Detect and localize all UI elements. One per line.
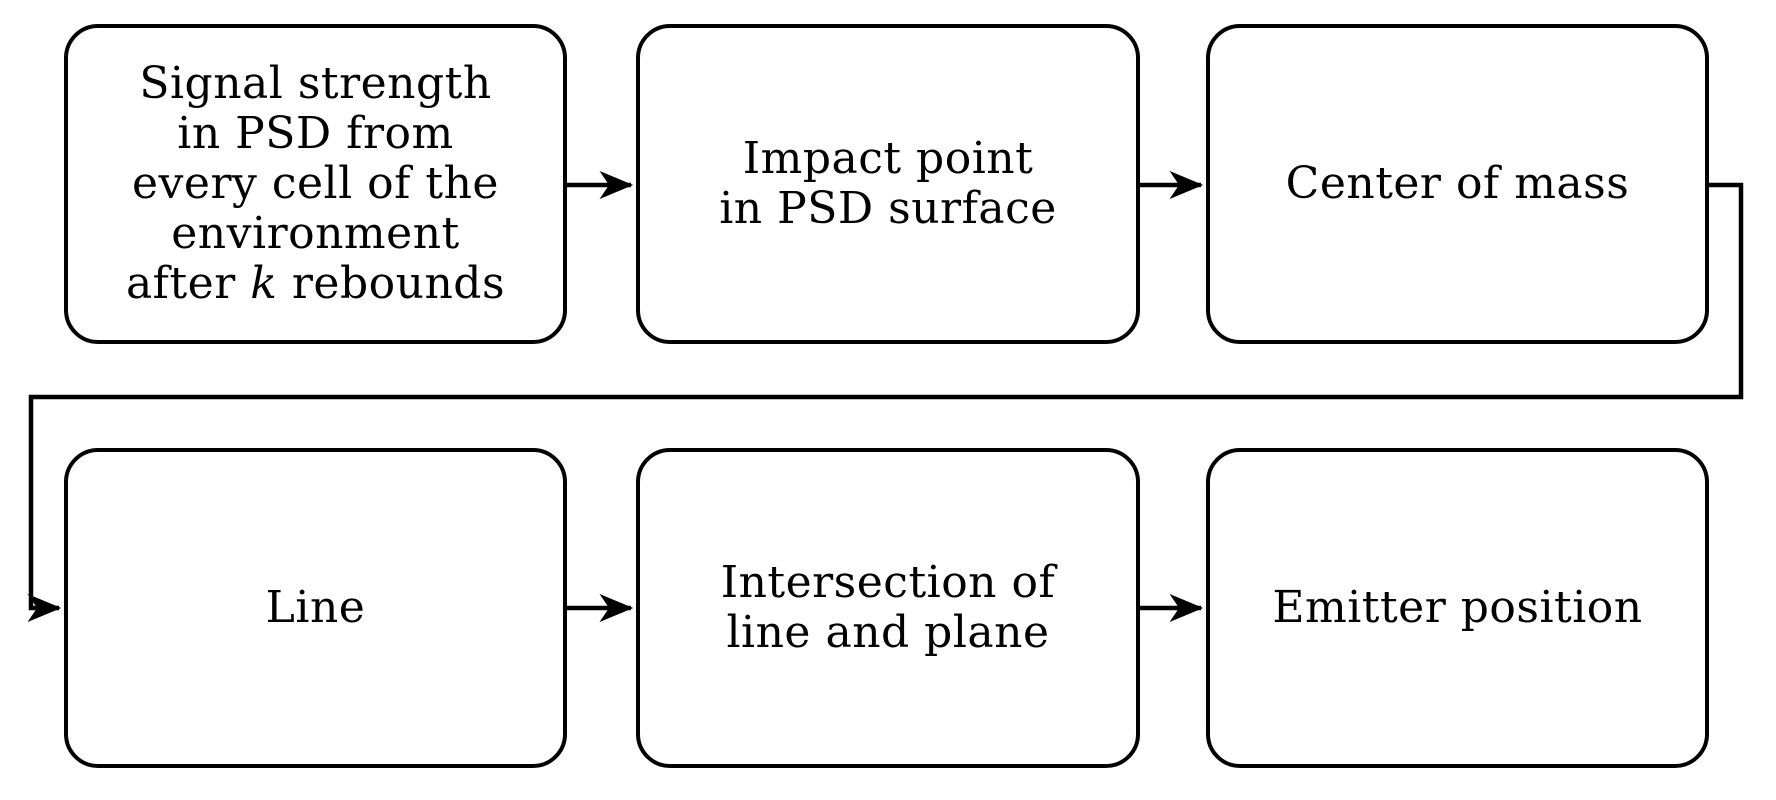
node-text-line: environment	[171, 208, 460, 260]
node-text-line: Line	[265, 581, 366, 633]
node-text-line: line and plane	[726, 607, 1050, 658]
node-text-line: in PSD from	[177, 107, 454, 159]
node-intersection: Intersection of line and plane	[636, 448, 1140, 768]
node-emitter-position: Emitter position	[1206, 448, 1709, 768]
node-text-line: Emitter position	[1272, 581, 1643, 633]
node-text-line: in PSD surface	[719, 183, 1057, 234]
node-text-line: Impact point	[742, 132, 1034, 184]
node-text-line: Intersection of	[720, 556, 1056, 608]
node-text-line: after k rebounds	[126, 259, 505, 309]
node-text-fragment: after	[125, 258, 251, 310]
node-center-of-mass: Center of mass	[1206, 24, 1709, 344]
node-text-line: Center of mass	[1285, 157, 1630, 209]
variable-k: k	[250, 258, 278, 310]
node-signal-strength: Signal strength in PSD from every cell o…	[64, 24, 567, 344]
node-line: Line	[64, 448, 567, 768]
node-text-line: Signal strength	[139, 57, 492, 109]
node-impact-point: Impact point in PSD surface	[636, 24, 1140, 344]
node-text-fragment: rebounds	[277, 258, 506, 310]
node-text-line: every cell of the	[132, 157, 499, 209]
